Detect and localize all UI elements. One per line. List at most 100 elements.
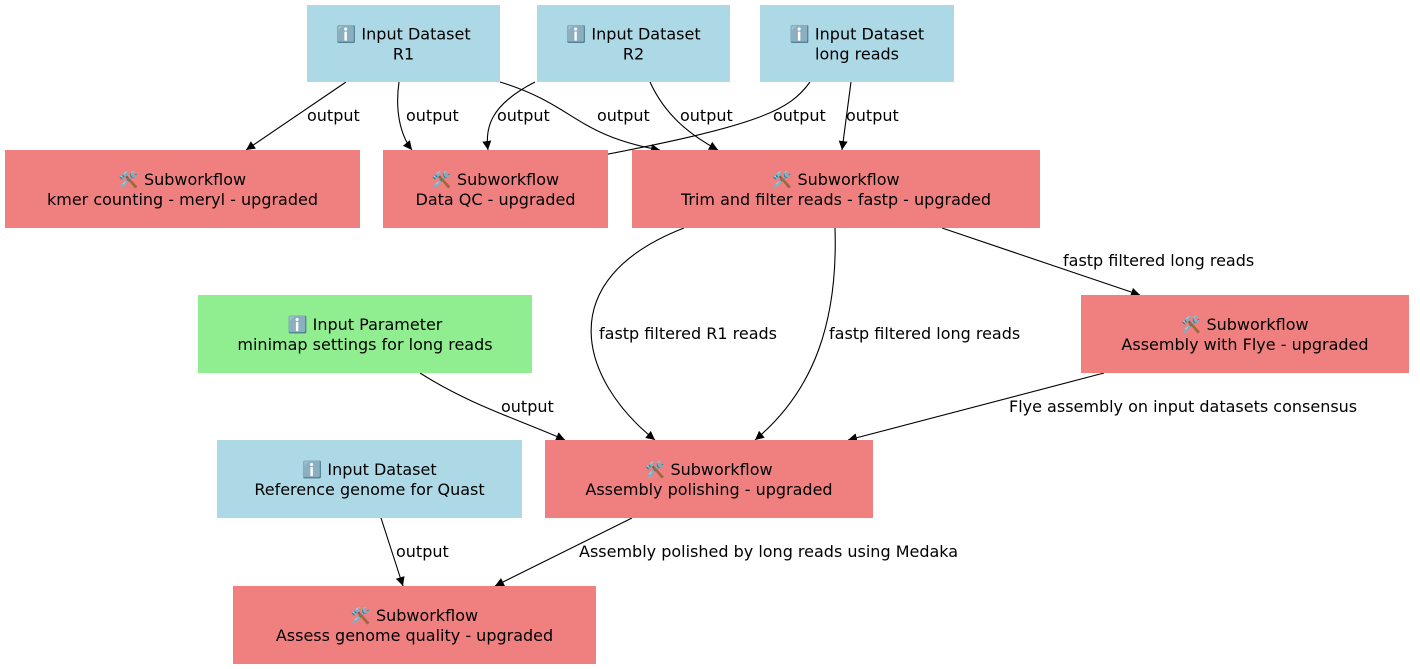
node-box	[632, 150, 1040, 228]
edge-in_r1-to-sw_kmer: output	[245, 81, 360, 151]
info-icon: ℹ️	[288, 315, 313, 334]
info-icon: ℹ️	[790, 25, 815, 44]
edge-sw_flye-to-sw_polish: Flye assembly on input datasets consensu…	[847, 372, 1357, 443]
edge-arrow	[597, 81, 811, 159]
tools-icon: 🛠️	[772, 170, 797, 189]
node-type-line: 🛠️ Subworkflow	[351, 606, 478, 625]
node-type-line: ℹ️ Input Dataset	[790, 25, 924, 44]
node-type-line: 🛠️ Subworkflow	[772, 170, 899, 189]
node-type-label: Input Parameter	[313, 315, 443, 334]
node-box	[760, 5, 954, 82]
edge-sw_trim-to-sw_polish: fastp filtered R1 reads	[590, 227, 777, 441]
edge-arrow	[941, 227, 1141, 297]
node-type-label: Input Dataset	[591, 25, 700, 44]
edge-label: output	[680, 106, 733, 125]
edge-label: output	[406, 106, 459, 125]
node-box	[537, 5, 730, 82]
node-type-line: 🛠️ Subworkflow	[119, 170, 246, 189]
node-box	[307, 5, 500, 82]
node-type-label: Input Dataset	[815, 25, 924, 44]
edge-label: output	[497, 106, 550, 125]
edge-arrow	[847, 372, 1105, 443]
node-type-line: ℹ️ Input Dataset	[302, 460, 436, 479]
edge-label: output	[846, 106, 899, 125]
edge-in_r2-to-sw_trim: output	[649, 81, 733, 151]
node-type-label: Subworkflow	[144, 170, 246, 189]
edge-label: Assembly polished by long reads using Me…	[579, 542, 958, 561]
node-name: minimap settings for long reads	[237, 335, 492, 354]
edge-sw_trim-to-sw_polish: fastp filtered long reads	[754, 227, 1020, 441]
node-type-label: Subworkflow	[797, 170, 899, 189]
node-type-line: 🛠️ Subworkflow	[1181, 315, 1308, 334]
node-name: Assess genome quality - upgraded	[276, 626, 553, 645]
node-name: R2	[623, 45, 644, 64]
node-type-label: Subworkflow	[1206, 315, 1308, 334]
edge-label: Flye assembly on input datasets consensu…	[1009, 397, 1357, 416]
edge-arrow	[649, 81, 719, 151]
node-box	[198, 295, 532, 373]
edge-in_ref-to-sw_assess: output	[380, 517, 449, 587]
node-type-label: Subworkflow	[376, 606, 478, 625]
edge-arrow	[482, 81, 536, 151]
edge-in_r1-to-sw_trim: output	[499, 81, 661, 153]
edge-arrow	[494, 517, 633, 587]
tools-icon: 🛠️	[119, 170, 144, 189]
edge-arrow	[397, 81, 413, 151]
edge-label: output	[307, 106, 360, 125]
node-type-line: ℹ️ Input Dataset	[336, 25, 470, 44]
tools-icon: 🛠️	[432, 170, 457, 189]
node-name: Trim and filter reads - fastp - upgraded	[680, 190, 991, 209]
edge-label: output	[396, 542, 449, 561]
node-type-label: Subworkflow	[457, 170, 559, 189]
tools-icon: 🛠️	[1181, 315, 1206, 334]
node-box	[233, 586, 596, 664]
edge-arrow	[499, 81, 661, 153]
edges-layer: output output output output output output outp…	[245, 81, 1357, 587]
edge-arrow	[419, 372, 566, 441]
tools-icon: 🛠️	[351, 606, 376, 625]
tools-icon: 🛠️	[645, 460, 670, 479]
edge-label: output	[597, 106, 650, 125]
edge-label: fastp filtered R1 reads	[599, 324, 777, 343]
node-type-line: ℹ️ Input Parameter	[288, 315, 443, 334]
node-type-line: 🛠️ Subworkflow	[432, 170, 559, 189]
edge-in_r2-to-sw_qc: output	[482, 81, 550, 151]
edge-arrow	[838, 81, 852, 151]
node-name: Data QC - upgraded	[416, 190, 576, 209]
edge-label: fastp filtered long reads	[1063, 251, 1254, 270]
node-name: Assembly with Flye - upgraded	[1121, 335, 1368, 354]
edge-arrow	[754, 227, 836, 441]
node-name: long reads	[815, 45, 899, 64]
node-type-line: ℹ️ Input Dataset	[566, 25, 700, 44]
node-name: Assembly polishing - upgraded	[585, 480, 832, 499]
edge-in_long-to-sw_trim: output	[838, 81, 899, 151]
edge-label: output	[501, 397, 554, 416]
edge-sw_polish-to-sw_assess: Assembly polished by long reads using Me…	[494, 517, 958, 587]
node-name: Reference genome for Quast	[254, 480, 484, 499]
node-name: kmer counting - meryl - upgraded	[47, 190, 318, 209]
node-name: R1	[393, 45, 414, 64]
node-box	[383, 150, 608, 228]
node-type-label: Input Dataset	[361, 25, 470, 44]
edge-in_minimap-to-sw_polish: output	[419, 372, 566, 441]
edge-arrow	[245, 81, 347, 151]
edge-arrow	[590, 227, 685, 441]
node-box	[1081, 295, 1409, 373]
node-box	[5, 150, 360, 228]
node-type-label: Input Dataset	[327, 460, 436, 479]
edge-in_long-to-sw_qc: output	[597, 81, 826, 159]
node-box	[545, 440, 873, 518]
